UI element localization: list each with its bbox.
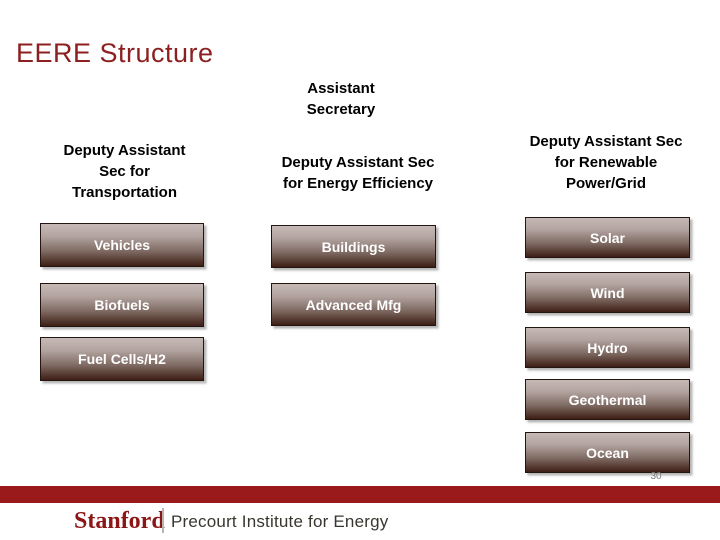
page-number: 30 [650,471,662,482]
column-header-transportation: Deputy Assistant Sec for Transportation [63,142,186,201]
org-box-ocean: Ocean [525,432,690,473]
org-root-assistant-secretary: Assistant Secretary [306,80,376,118]
slide-title: EERE Structure [16,38,214,68]
org-box-vehicles: Vehicles [40,223,204,267]
org-box-advanced-mfg: Advanced Mfg [271,283,436,326]
logo-divider [162,508,164,533]
footer-accent-bar [0,486,720,503]
column-header-energy-efficiency: Deputy Assistant Sec for Energy Efficien… [281,154,435,192]
org-box-biofuels: Biofuels [40,283,204,327]
org-box-buildings: Buildings [271,225,436,268]
stanford-wordmark: Stanford [74,508,165,534]
org-box-wind: Wind [525,272,690,313]
institute-wordmark: Precourt Institute for Energy [171,512,389,531]
org-box-hydro: Hydro [525,327,690,368]
org-box-solar: Solar [525,217,690,258]
org-box-fuel-cells-h2: Fuel Cells/H2 [40,337,204,381]
column-header-renewable-power-grid: Deputy Assistant Sec for Renewable Power… [529,133,683,192]
org-box-geothermal: Geothermal [525,379,690,420]
